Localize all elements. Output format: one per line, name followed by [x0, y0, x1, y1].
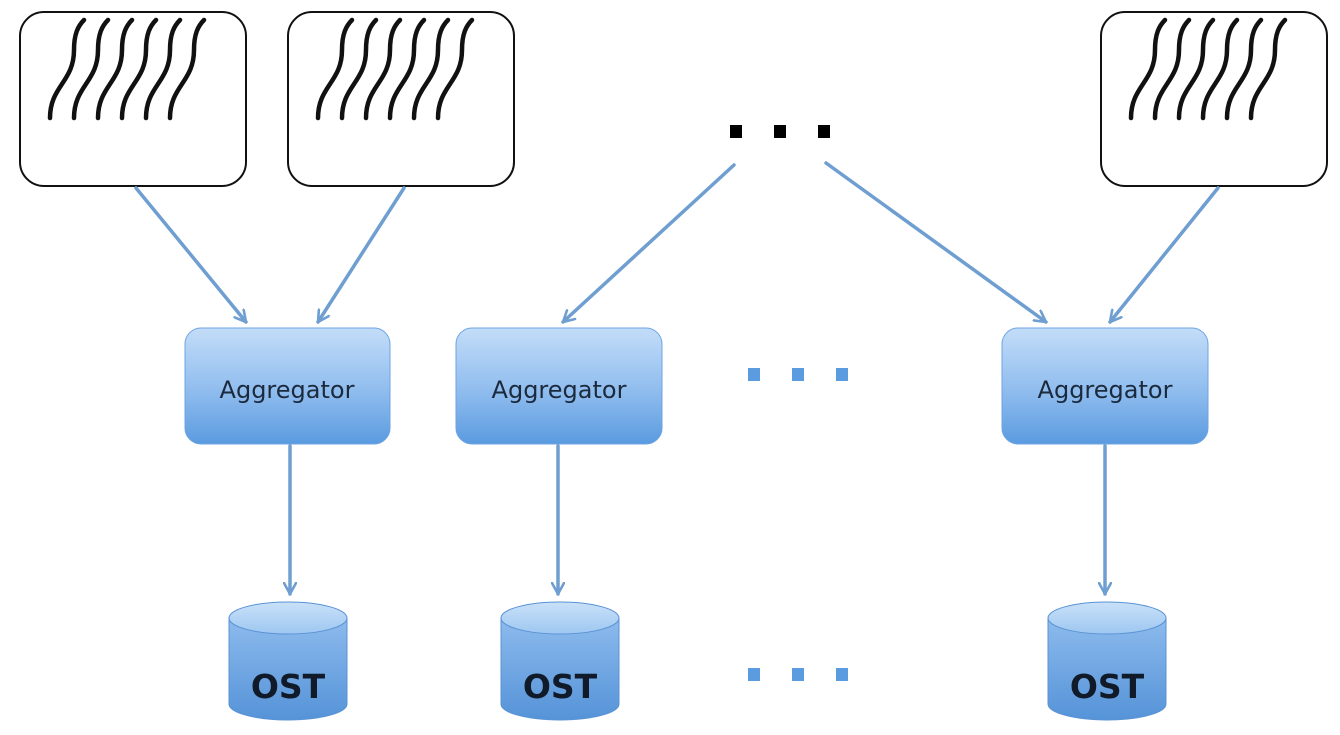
arrow-ellipsis-agg2: [561, 163, 736, 324]
ellipsis-top: [730, 125, 830, 138]
arrow-source2-agg1: [316, 186, 406, 324]
source-box-1: [19, 11, 247, 187]
arrow-source1-agg1: [134, 186, 248, 324]
ost-label: OST: [251, 667, 326, 706]
arrow-ellipsis-agg3: [824, 161, 1048, 324]
ost-label: OST: [1070, 667, 1145, 706]
source-box-3: [1100, 11, 1328, 187]
aggregator-label: Aggregator: [220, 376, 355, 404]
arrow-source3-agg3: [1108, 186, 1220, 324]
aggregator-node: Aggregator: [455, 327, 663, 445]
ost-storage: OST: [500, 601, 620, 721]
aggregator-node: Aggregator: [1001, 327, 1209, 445]
ost-storage: OST: [1047, 601, 1167, 721]
ellipsis-aggregators: [748, 368, 848, 381]
ost-label: OST: [523, 667, 598, 706]
ost-storage: OST: [228, 601, 348, 721]
arrows: [134, 161, 1220, 596]
aggregator-label: Aggregator: [492, 376, 627, 404]
aggregator-label: Aggregator: [1038, 376, 1173, 404]
source-box-2: [287, 11, 515, 187]
aggregator-node: Aggregator: [184, 327, 391, 445]
ellipsis-osts: [748, 668, 848, 681]
